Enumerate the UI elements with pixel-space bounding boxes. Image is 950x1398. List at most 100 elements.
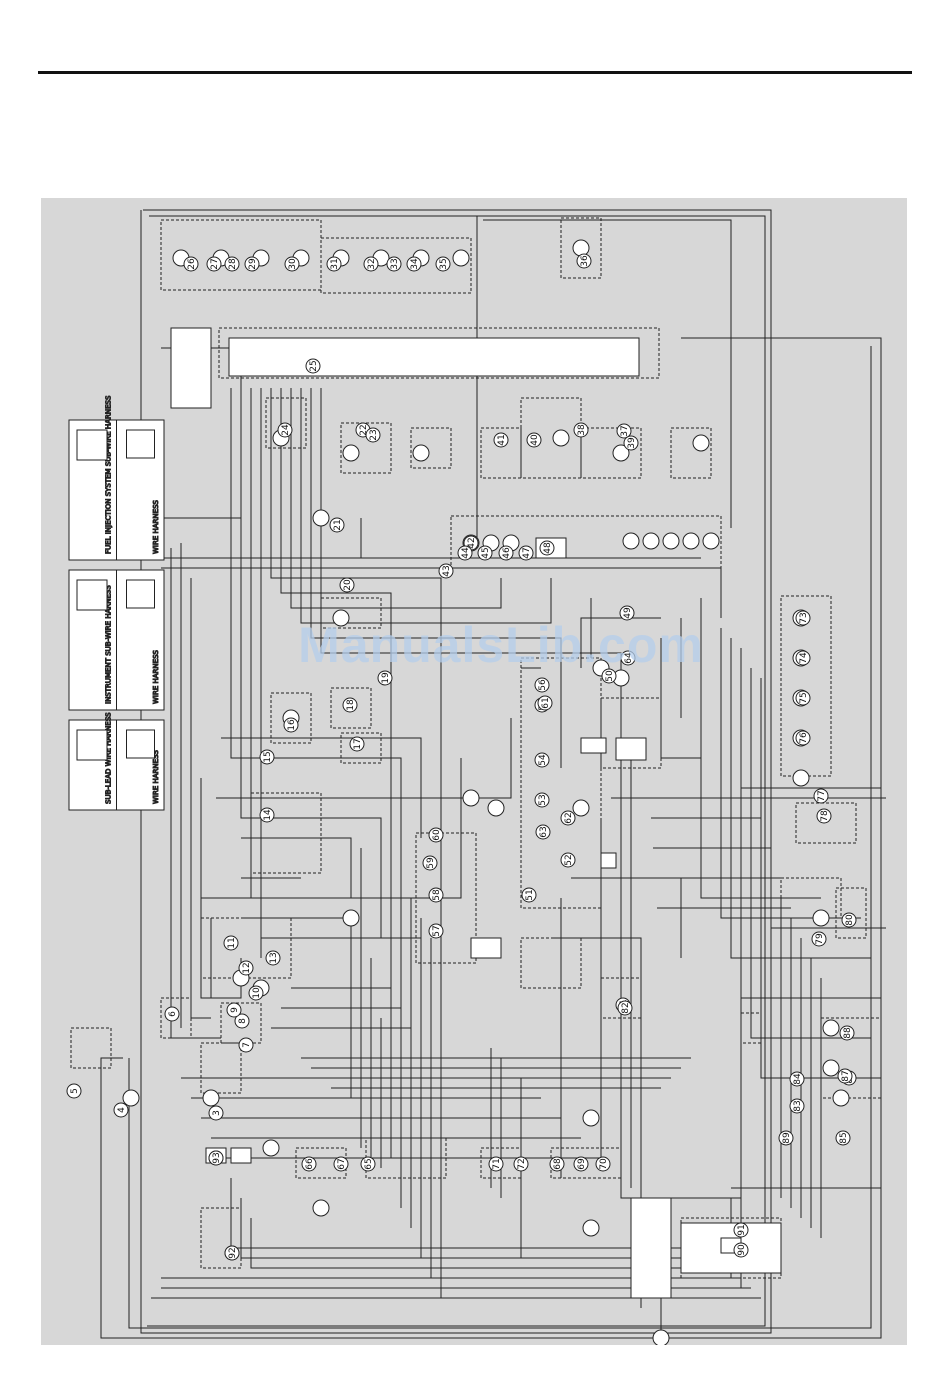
svg-text:47: 47 bbox=[522, 547, 532, 558]
component-number: 33 bbox=[386, 256, 402, 272]
component-body bbox=[600, 852, 617, 869]
svg-text:65: 65 bbox=[364, 1158, 374, 1169]
svg-text:42: 42 bbox=[467, 537, 477, 548]
svg-text:38: 38 bbox=[577, 424, 587, 436]
svg-text:11: 11 bbox=[227, 937, 237, 948]
component-number: 67 bbox=[333, 1156, 349, 1172]
svg-text:18: 18 bbox=[346, 699, 356, 711]
svg-text:17: 17 bbox=[353, 738, 363, 749]
component-number: 8 bbox=[234, 1013, 250, 1029]
component-body bbox=[170, 327, 212, 409]
connector-circle bbox=[822, 1059, 840, 1077]
legend-label: WIRE HARNESS bbox=[152, 499, 160, 554]
component-number: 57 bbox=[428, 923, 444, 939]
connector-circle bbox=[487, 799, 505, 817]
component-group-box bbox=[520, 657, 602, 909]
component-number: 36 bbox=[576, 253, 592, 269]
component-number: 41 bbox=[493, 432, 509, 448]
connector-circle bbox=[582, 1219, 600, 1237]
component-number: 24 bbox=[277, 422, 293, 438]
svg-text:7: 7 bbox=[242, 1042, 252, 1048]
svg-text:15: 15 bbox=[263, 751, 273, 762]
component-number: 70 bbox=[595, 1156, 611, 1172]
component-group-box bbox=[600, 697, 662, 769]
svg-text:21: 21 bbox=[333, 519, 343, 530]
svg-text:78: 78 bbox=[820, 810, 830, 822]
legend-panel: WIRE HARNESS FUEL INJECTION SYSTEM SUB-WI… bbox=[68, 395, 165, 561]
svg-text:76: 76 bbox=[799, 732, 809, 744]
component-body bbox=[228, 337, 640, 377]
component-group-box bbox=[70, 1027, 112, 1069]
component-number: 68 bbox=[549, 1156, 565, 1172]
wiring-diagram: WIRE HARNESS FUEL INJECTION SYSTEM SUB-WI… bbox=[41, 198, 907, 1345]
component-body bbox=[230, 1147, 252, 1164]
svg-text:23: 23 bbox=[369, 429, 379, 440]
component-number: 93 bbox=[208, 1150, 224, 1166]
component-group-box bbox=[415, 832, 477, 964]
connector-circle bbox=[622, 532, 640, 550]
connector-circle bbox=[342, 444, 360, 462]
component-number: 32 bbox=[363, 256, 379, 272]
svg-text:85: 85 bbox=[839, 1132, 849, 1143]
svg-text:92: 92 bbox=[228, 1247, 238, 1258]
connector-circle bbox=[572, 239, 590, 257]
svg-text:5: 5 bbox=[70, 1088, 80, 1094]
svg-text:6: 6 bbox=[168, 1011, 178, 1017]
svg-text:24: 24 bbox=[281, 424, 291, 436]
svg-text:41: 41 bbox=[497, 434, 507, 445]
svg-text:9: 9 bbox=[230, 1007, 240, 1013]
connector-circle bbox=[312, 1199, 330, 1217]
component-group-box bbox=[200, 1207, 242, 1269]
svg-text:8: 8 bbox=[238, 1018, 248, 1024]
component-group-box bbox=[740, 1012, 762, 1044]
svg-text:51: 51 bbox=[525, 889, 535, 900]
component-number: 35 bbox=[435, 256, 451, 272]
component-group-box bbox=[340, 422, 392, 474]
component-group-box bbox=[450, 515, 722, 569]
svg-text:48: 48 bbox=[543, 542, 553, 554]
connector-circle bbox=[452, 249, 470, 267]
svg-text:35: 35 bbox=[439, 258, 449, 269]
svg-text:59: 59 bbox=[426, 857, 436, 869]
connector-circle bbox=[312, 509, 330, 527]
component-number: 19 bbox=[377, 670, 393, 686]
component-number: 14 bbox=[259, 807, 275, 823]
component-group-box bbox=[795, 802, 857, 844]
component-number: 7 bbox=[238, 1037, 254, 1053]
connector-circle bbox=[812, 909, 830, 927]
svg-text:30: 30 bbox=[288, 258, 298, 270]
component-number: 92 bbox=[224, 1245, 240, 1261]
svg-text:53: 53 bbox=[538, 794, 548, 805]
connector-circle bbox=[822, 1019, 840, 1037]
component-number: 4 bbox=[113, 1102, 129, 1118]
svg-text:72: 72 bbox=[517, 1158, 527, 1169]
component-number: 39 bbox=[623, 435, 639, 451]
component-number: 53 bbox=[534, 792, 550, 808]
svg-text:49: 49 bbox=[623, 607, 633, 619]
component-number: 17 bbox=[349, 736, 365, 752]
svg-text:67: 67 bbox=[337, 1158, 347, 1169]
svg-text:22: 22 bbox=[359, 424, 369, 435]
svg-text:80: 80 bbox=[845, 914, 855, 926]
component-number: 3 bbox=[208, 1105, 224, 1121]
svg-text:68: 68 bbox=[553, 1158, 563, 1170]
component-number: 65 bbox=[360, 1156, 376, 1172]
svg-text:66: 66 bbox=[305, 1158, 315, 1170]
connector-circle bbox=[202, 1089, 220, 1107]
svg-text:20: 20 bbox=[343, 579, 353, 591]
svg-text:74: 74 bbox=[799, 652, 809, 664]
header-rule bbox=[38, 71, 912, 74]
legend-label: FUEL INJECTION SYSTEM SUB-WIRE HARNESS bbox=[105, 395, 113, 554]
component-number: 58 bbox=[428, 887, 444, 903]
svg-text:82: 82 bbox=[621, 1002, 631, 1013]
component-number: 89 bbox=[778, 1130, 794, 1146]
svg-text:25: 25 bbox=[309, 360, 319, 371]
svg-text:33: 33 bbox=[390, 258, 400, 269]
component-group-box bbox=[670, 427, 712, 479]
component-number: 54 bbox=[534, 752, 550, 768]
component-number: 15 bbox=[259, 749, 275, 765]
svg-text:91: 91 bbox=[737, 1224, 747, 1235]
component-number: 76 bbox=[795, 730, 811, 746]
legend-panels: WIRE HARNESS FUEL INJECTION SYSTEM SUB-WI… bbox=[68, 395, 165, 811]
